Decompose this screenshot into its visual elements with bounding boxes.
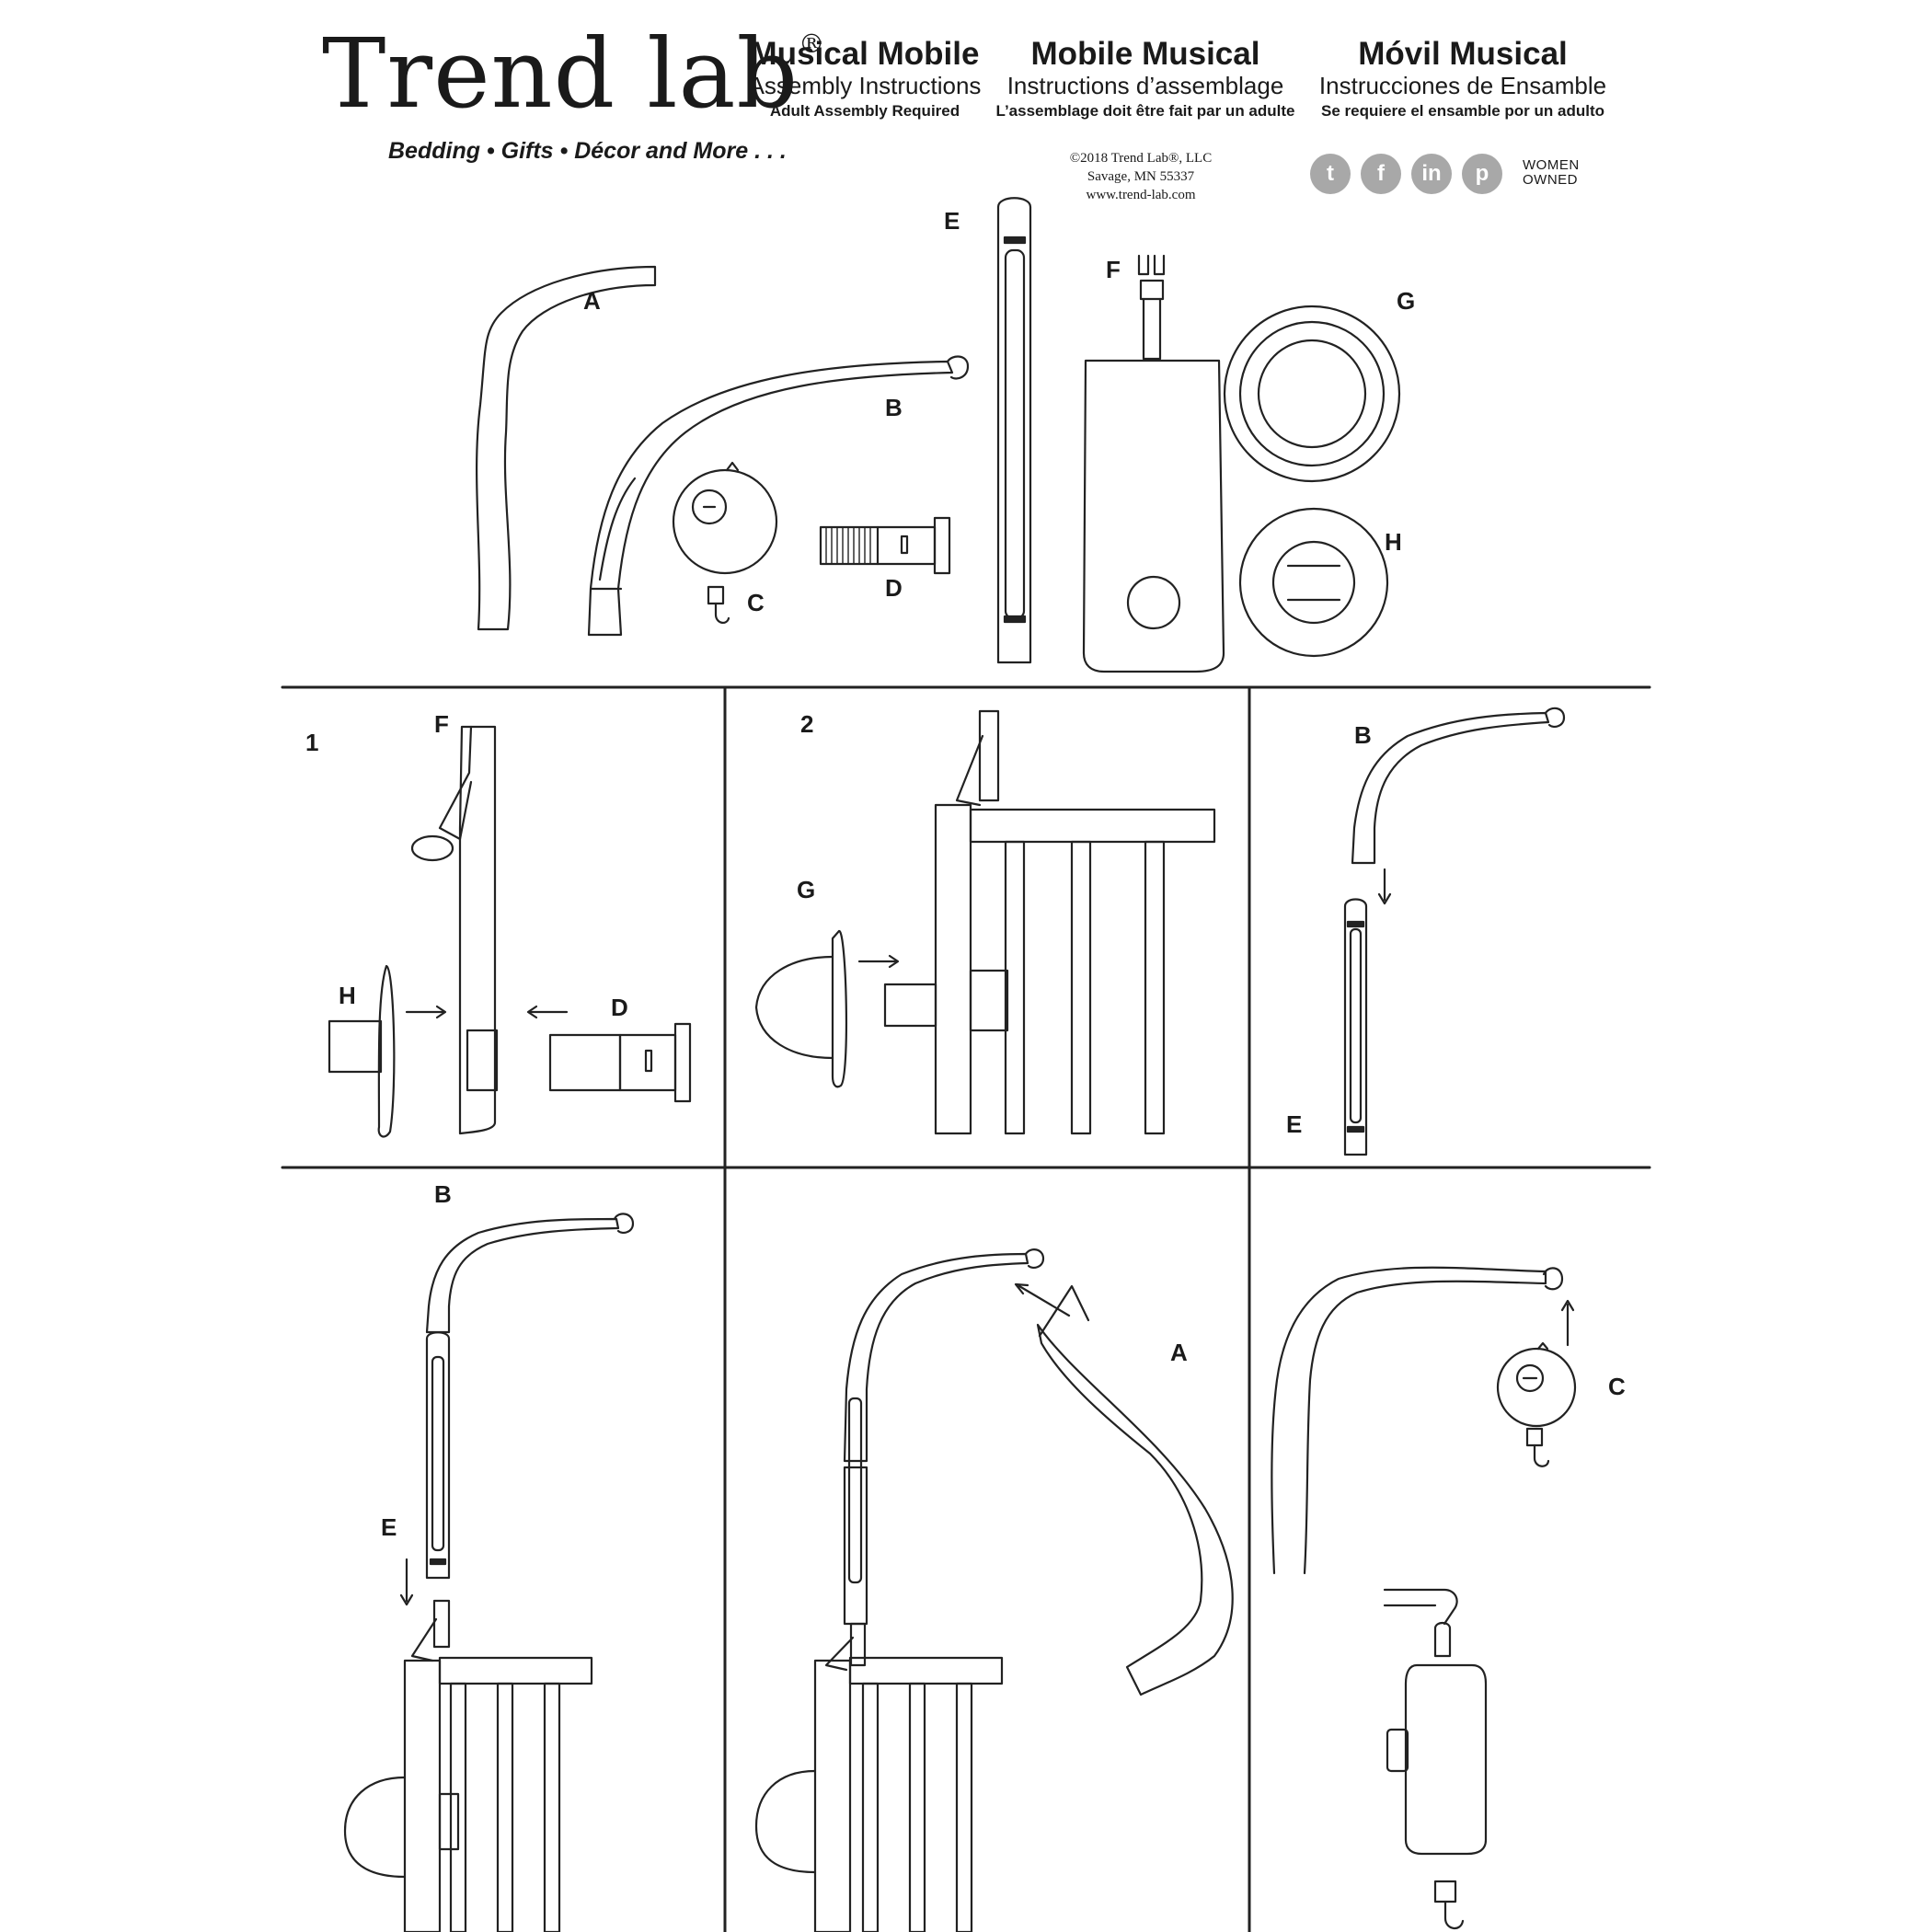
step-1-label-f: F [434,710,449,738]
label-part-g: G [1397,287,1416,315]
part-e-pole [996,197,1032,664]
label-part-a: A [583,287,601,315]
step-4-label-e: E [381,1513,397,1541]
part-c-music-box [672,461,778,624]
title-spanish: Móvil Musical Instrucciones de Ensamble … [1318,36,1607,121]
brand-tagline: Bedding • Gifts • Décor and More . . . [388,138,787,164]
step-6-drawing [1271,1266,1577,1929]
title-english: Musical Mobile Assembly Instructions Adu… [748,36,982,121]
step-1-label-d: D [611,994,628,1021]
label-part-c: C [747,589,765,616]
step-1-drawing [328,725,692,1138]
step-4-drawing [343,1213,635,1932]
label-part-e: E [944,207,960,235]
step-2-label-g: G [797,876,816,903]
step-5-label-a: A [1170,1339,1188,1366]
part-h-knob [1238,507,1389,658]
step-6-label-c: C [1608,1373,1626,1400]
panel-dividers [281,685,1651,1932]
label-part-d: D [885,574,903,602]
linkedin-icon[interactable]: in [1411,154,1452,194]
step-2-drawing [754,709,1216,1135]
copyright-block: ©2018 Trend Lab®, LLC Savage, MN 55337 w… [1069,151,1213,202]
step-3-label-e: E [1286,1110,1303,1138]
step-5-drawing [754,1248,1234,1932]
part-d-bolt [819,516,951,575]
part-b-arm [587,355,970,637]
part-g-ring [1223,305,1401,483]
trend-lab-logo: Trend lab® [322,17,826,130]
label-part-h: H [1385,528,1402,556]
part-a-sleeve [476,265,657,631]
twitter-icon[interactable]: t [1310,154,1351,194]
step-1-label-h: H [339,982,356,1009]
label-part-b: B [885,394,903,421]
step-4-label-b: B [434,1180,452,1208]
step-3-drawing [1343,707,1566,1156]
step-3-label-b: B [1354,721,1372,749]
facebook-icon[interactable]: f [1361,154,1401,194]
step-2-number: 2 [800,710,814,738]
pinterest-icon[interactable]: p [1462,154,1502,194]
label-part-f: F [1106,256,1121,283]
title-french: Mobile Musical Instructions d’assemblage… [995,36,1295,121]
part-f-clamp [1082,254,1225,673]
step-1-number: 1 [305,729,319,756]
